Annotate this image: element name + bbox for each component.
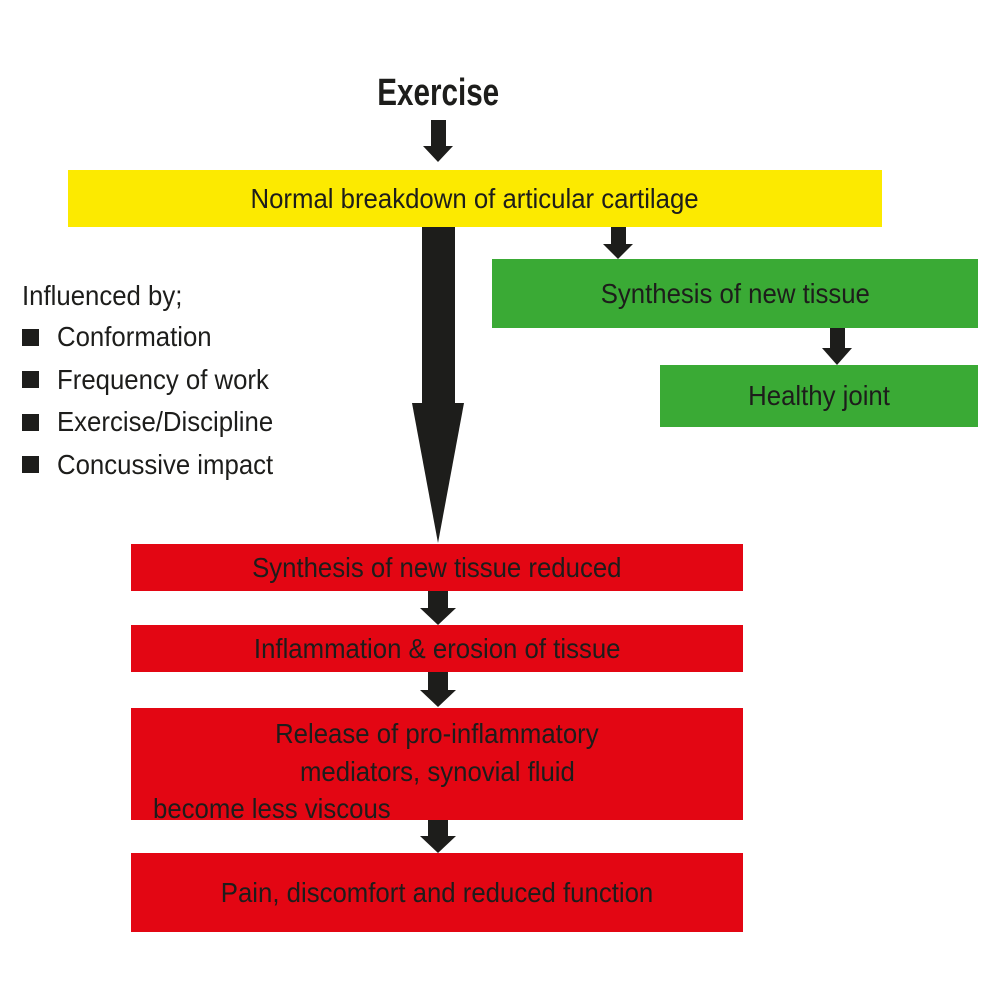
box-synthesis-new-tissue-label: Synthesis of new tissue [600,277,870,309]
list-item-label: Concussive impact [57,448,274,480]
box-healthy-joint-label: Healthy joint [748,380,890,411]
bullet-square-icon [22,456,39,474]
arrow-release-to-pain-icon [420,820,456,853]
arrow-exercise-to-breakdown-icon [423,120,453,162]
title-text: Exercise [377,72,499,114]
influences-heading: Influenced by; [22,280,183,311]
box-release-line1: Release of pro-inflammatory [275,718,599,749]
arrow-head [822,348,852,365]
list-item-label: Frequency of work [57,363,269,395]
box-release-line2: mediators, synovial fluid [299,755,575,787]
arrow-breakdown-to-synthesis-icon [603,227,633,259]
box-normal-breakdown-label: Normal breakdown of articular cartilage [250,182,700,214]
arrow-shaft [610,227,626,244]
arrow-head [420,836,456,853]
arrow-shaft [428,672,448,690]
arrow-inflammation-to-release-icon [420,672,456,707]
box-healthy-joint: Healthy joint [660,365,978,427]
box-inflammation-erosion: Inflammation & erosion of tissue [131,625,743,672]
arrow-breakdown-to-reduced-icon [412,227,464,543]
box-pain-discomfort-label: Pain, discomfort and reduced function [220,876,654,908]
arrow-head [420,690,456,707]
list-item: Concussive impact [22,444,292,487]
bullet-square-icon [22,371,39,389]
box-pain-discomfort: Pain, discomfort and reduced function [131,853,743,932]
arrow-head [603,244,633,259]
arrow-shaft [430,120,446,146]
arrow-head [412,403,464,543]
arrow-head [423,146,453,162]
list-item-label: Conformation [57,321,212,353]
box-synthesis-reduced-label: Synthesis of new tissue reduced [252,551,622,583]
list-item: Frequency of work [22,359,292,402]
box-normal-breakdown: Normal breakdown of articular cartilage [68,170,882,227]
arrow-shaft [428,591,448,608]
box-inflammation-erosion-label: Inflammation & erosion of tissue [253,632,621,664]
bullet-square-icon [22,328,39,346]
influences-items: Conformation Frequency of work Exercise/… [22,316,292,486]
box-synthesis-new-tissue: Synthesis of new tissue [492,259,978,328]
list-item: Conformation [22,316,292,359]
arrow-synthesis-to-healthy-icon [822,328,852,365]
box-release-mediators: Release of pro-inflammatory mediators, s… [131,708,743,824]
arrow-reduced-to-inflammation-icon [420,591,456,625]
bullet-square-icon [22,413,39,431]
box-release-line3: become less viscous [153,793,391,824]
box-synthesis-reduced: Synthesis of new tissue reduced [131,544,743,591]
arrow-shaft [421,227,455,403]
arrow-shaft [428,820,448,836]
list-item-label: Exercise/Discipline [57,406,274,438]
page-title: Exercise [288,74,588,112]
arrow-head [420,608,456,625]
arrow-shaft [829,328,845,348]
list-item: Exercise/Discipline [22,401,292,444]
influences-list: Influenced by; Conformation Frequency of… [22,279,292,486]
